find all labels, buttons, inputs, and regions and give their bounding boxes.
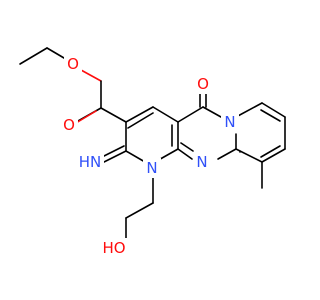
middle-ring — [177, 106, 237, 160]
ring-nitrogen-pyrimidine: N — [196, 153, 207, 171]
ester-ether-oxygen: O — [67, 55, 79, 73]
ester-linkage — [75, 69, 127, 124]
ester-carbonyl-oxygen: O — [63, 116, 75, 134]
hydroxyethyl-chain — [125, 175, 154, 241]
hydroxyl-oh: HO — [102, 239, 125, 257]
molecule-diagram: O O O N N N HN HO — [19, 47, 286, 258]
imine-nh: HN — [79, 153, 102, 171]
ethyl-group — [19, 47, 65, 65]
left-ring — [125, 106, 179, 163]
ring-ketone — [199, 91, 207, 108]
ring-nitrogen-fused: N — [224, 113, 235, 131]
ring-ketone-oxygen: O — [197, 75, 209, 93]
right-ring — [235, 102, 286, 163]
ring-nitrogen-left: N — [146, 159, 157, 177]
atom-labels: O O O N N N HN HO — [60, 54, 239, 258]
